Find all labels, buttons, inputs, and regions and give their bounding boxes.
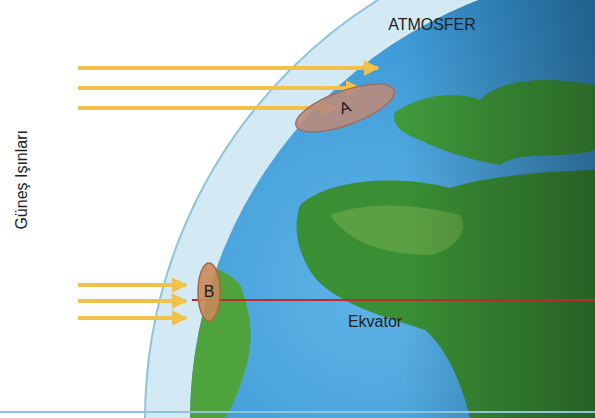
- heated-area: B: [198, 263, 220, 321]
- atmosphere-label: ATMOSFER: [388, 16, 476, 34]
- equator-line: [192, 299, 595, 301]
- base-line: [0, 411, 595, 413]
- area-letter: B: [204, 284, 215, 300]
- sun-rays-label: Güneş Işınları: [13, 130, 31, 230]
- equator-label: Ekvator: [348, 313, 402, 331]
- continents: [150, 0, 595, 418]
- atmosphere: [145, 0, 595, 418]
